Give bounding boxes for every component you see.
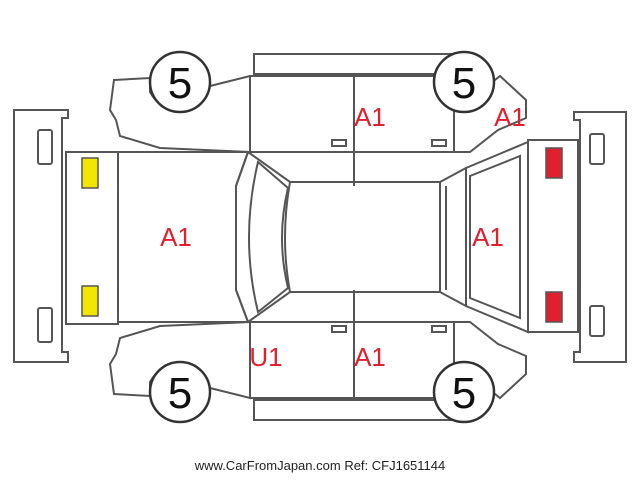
right-side-body (108, 53, 527, 186)
tire-left-rear: 5 (432, 360, 496, 424)
footer-reference: www.CarFromJapan.com Ref: CFJ1651144 (0, 458, 640, 473)
cabin-top (235, 151, 467, 323)
front-bumper (13, 109, 69, 363)
tire-value-left-rear: 5 (452, 369, 476, 418)
front-lamp-bottom (81, 285, 99, 317)
damage-code-left-rear-door: A1 (354, 342, 386, 372)
footer-site: www.CarFromJapan.com (194, 458, 341, 473)
damage-code-roof: A1 (354, 102, 386, 132)
tire-value-right-front: 5 (168, 59, 192, 108)
rear-lamp-bottom (545, 291, 563, 323)
front-lamp-top (81, 157, 99, 189)
tire-left-front: 5 (148, 360, 212, 424)
damage-code-left-front-door: U1 (249, 342, 282, 372)
damage-code-tailgate: A1 (472, 222, 504, 252)
tire-value-left-front: 5 (168, 369, 192, 418)
rear-lamp-top (545, 147, 563, 179)
tire-value-right-rear: 5 (452, 59, 476, 108)
footer-ref: Ref: CFJ1651144 (344, 458, 446, 473)
rear-bumper (573, 111, 627, 363)
damage-code-right-rear-fender: A1 (494, 102, 526, 132)
left-side-body (108, 290, 527, 421)
damage-code-bonnet: A1 (160, 222, 192, 252)
tire-right-front: 5 (148, 50, 212, 114)
tailgate-panel (465, 140, 529, 334)
tire-right-rear: 5 (432, 50, 496, 114)
